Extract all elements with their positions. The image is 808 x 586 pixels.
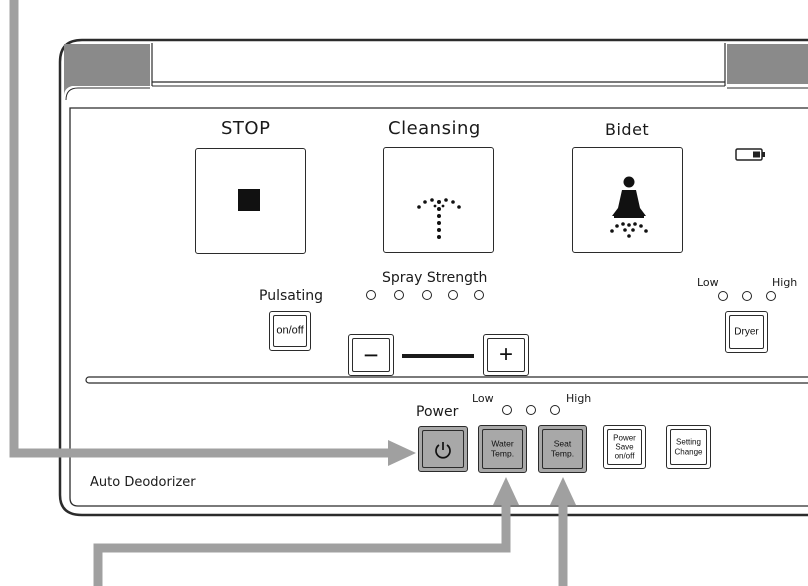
callout-arrow-water-temp — [93, 477, 519, 586]
dryer-high-label: High — [772, 276, 798, 289]
dryer-button[interactable]: Dryer — [725, 311, 768, 353]
water-temp-button-label: Water Temp. — [490, 438, 515, 458]
dryer-low-label: Low — [697, 276, 719, 289]
temp-high-label: High — [566, 392, 592, 405]
stop-label: STOP — [221, 118, 271, 139]
seat-temp-button[interactable]: Seat Temp. — [538, 425, 587, 473]
pulsating-on-off-button[interactable]: on/off — [269, 311, 311, 351]
power-save-button[interactable]: Power Save on/off — [603, 425, 646, 469]
temp-indicator-2 — [526, 405, 536, 415]
spray-indicator-3 — [422, 290, 432, 300]
dryer-indicator-2 — [742, 291, 752, 301]
temp-indicator-1 — [502, 405, 512, 415]
dryer-button-label: Dryer — [734, 326, 759, 338]
dryer-indicator-3 — [766, 291, 776, 301]
minus-icon: − — [363, 340, 379, 370]
power-button[interactable] — [418, 426, 468, 472]
plus-icon: + — [498, 341, 513, 368]
seat-temp-button-label: Seat Temp. — [550, 438, 575, 458]
bidet-button[interactable] — [572, 147, 683, 253]
spray-indicator-5 — [474, 290, 484, 300]
setting-change-button[interactable]: Setting Change — [666, 425, 711, 469]
bidet-person-icon — [610, 176, 648, 238]
spray-strength-label: Spray Strength — [382, 270, 488, 286]
bidet-label: Bidet — [605, 120, 650, 139]
stop-button[interactable] — [195, 148, 306, 254]
callout-arrow-seat-temp — [550, 477, 576, 586]
water-temp-button[interactable]: Water Temp. — [478, 425, 527, 473]
power-label: Power — [416, 404, 459, 420]
spray-cleansing-icon — [417, 198, 461, 239]
dryer-indicator-1 — [718, 291, 728, 301]
power-icon — [435, 442, 451, 459]
spray-indicator-1 — [366, 290, 376, 300]
spray-increase-button[interactable]: + — [483, 334, 529, 376]
spray-decrease-button[interactable]: − — [348, 334, 394, 376]
pulsating-label: Pulsating — [259, 288, 323, 304]
cleansing-label: Cleansing — [388, 118, 481, 139]
temp-low-label: Low — [472, 392, 494, 405]
cleansing-button[interactable] — [383, 147, 494, 253]
spray-indicator-4 — [448, 290, 458, 300]
battery-icon — [735, 148, 765, 161]
setting-change-button-label: Setting Change — [674, 437, 703, 457]
auto-deodorizer-label: Auto Deodorizer — [90, 475, 196, 490]
temp-indicator-3 — [550, 405, 560, 415]
spray-indicator-2 — [394, 290, 404, 300]
power-save-button-label: Power Save on/off — [613, 433, 636, 461]
callout-arrow-power — [9, 0, 416, 466]
square-stop-icon — [238, 189, 260, 211]
pulsating-button-label: on/off — [276, 324, 304, 337]
